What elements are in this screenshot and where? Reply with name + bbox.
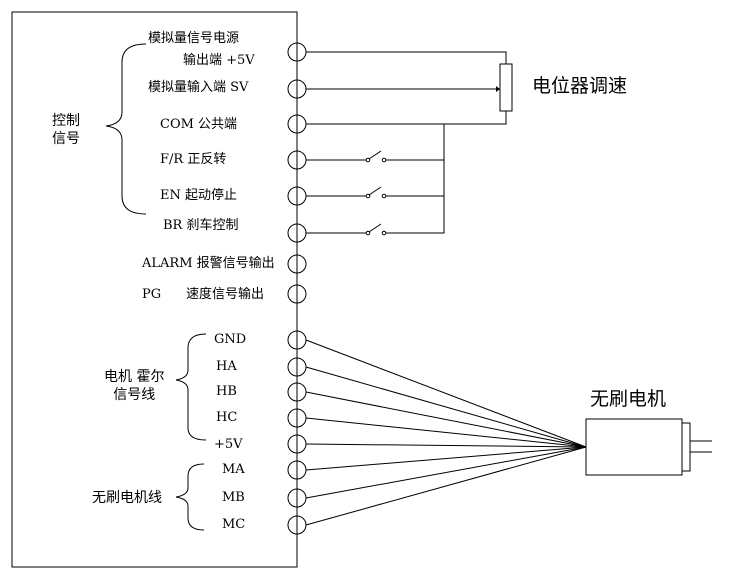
switch-br bbox=[306, 223, 387, 236]
terminal-label-mc: MC bbox=[222, 517, 246, 532]
terminal-label-ma: MA bbox=[222, 462, 245, 477]
terminal-label-hc: HC bbox=[216, 410, 238, 425]
terminal-pg bbox=[287, 284, 307, 304]
terminal-label-en: EN 起动停止 bbox=[160, 188, 237, 203]
group-label-control-line1: 控制 bbox=[52, 113, 80, 129]
group-label-hall-line2: 信号线 bbox=[113, 387, 156, 403]
brace-hall bbox=[175, 333, 207, 441]
terminal-label-pg: PG bbox=[142, 287, 162, 302]
potentiometer-wiring bbox=[306, 51, 513, 125]
terminal-label-hb: HB bbox=[216, 384, 237, 399]
group-label-control-line2: 信号 bbox=[52, 131, 80, 147]
terminal-label-com: COM 公共端 bbox=[160, 117, 238, 132]
terminal-label-fr: F/R 正反转 bbox=[160, 152, 227, 167]
terminal-label-alarm: ALARM 报警信号输出 bbox=[142, 256, 275, 271]
terminal-label-ha: HA bbox=[216, 359, 237, 374]
terminal-label-supply-1: 模拟量信号电源 bbox=[148, 31, 240, 46]
potentiometer bbox=[499, 63, 513, 112]
terminal-label-speed: 速度信号输出 bbox=[186, 287, 265, 302]
terminal-label-supply-2: 输出端 +5V bbox=[183, 53, 255, 68]
brace-control bbox=[105, 43, 147, 215]
motor-label: 无刷电机 bbox=[590, 388, 667, 410]
group-label-control: 控制 信号 bbox=[52, 112, 80, 148]
terminal-label-gnd: GND bbox=[214, 332, 247, 347]
switch-fr bbox=[306, 150, 387, 163]
motor-wire-bundle bbox=[305, 339, 587, 526]
group-label-hall: 电机 霍尔 信号线 bbox=[104, 368, 164, 404]
switch-en bbox=[306, 186, 387, 199]
brace-motor-wires bbox=[175, 463, 205, 531]
group-label-hall-line1: 电机 霍尔 bbox=[104, 369, 165, 385]
group-label-motor-wires: 无刷电机线 bbox=[92, 490, 162, 506]
controller-box bbox=[11, 11, 298, 568]
brushless-motor bbox=[585, 418, 712, 476]
com-switch-wiring bbox=[306, 124, 445, 236]
terminal-label-sv: 模拟量输入端 SV bbox=[148, 80, 249, 95]
terminal-label-br: BR 刹车控制 bbox=[163, 218, 239, 233]
terminal-label-5v: +5V bbox=[214, 437, 243, 452]
potentiometer-label: 电位器调速 bbox=[532, 75, 628, 97]
terminal-label-mb: MB bbox=[222, 490, 245, 505]
terminal-alarm bbox=[287, 254, 307, 274]
